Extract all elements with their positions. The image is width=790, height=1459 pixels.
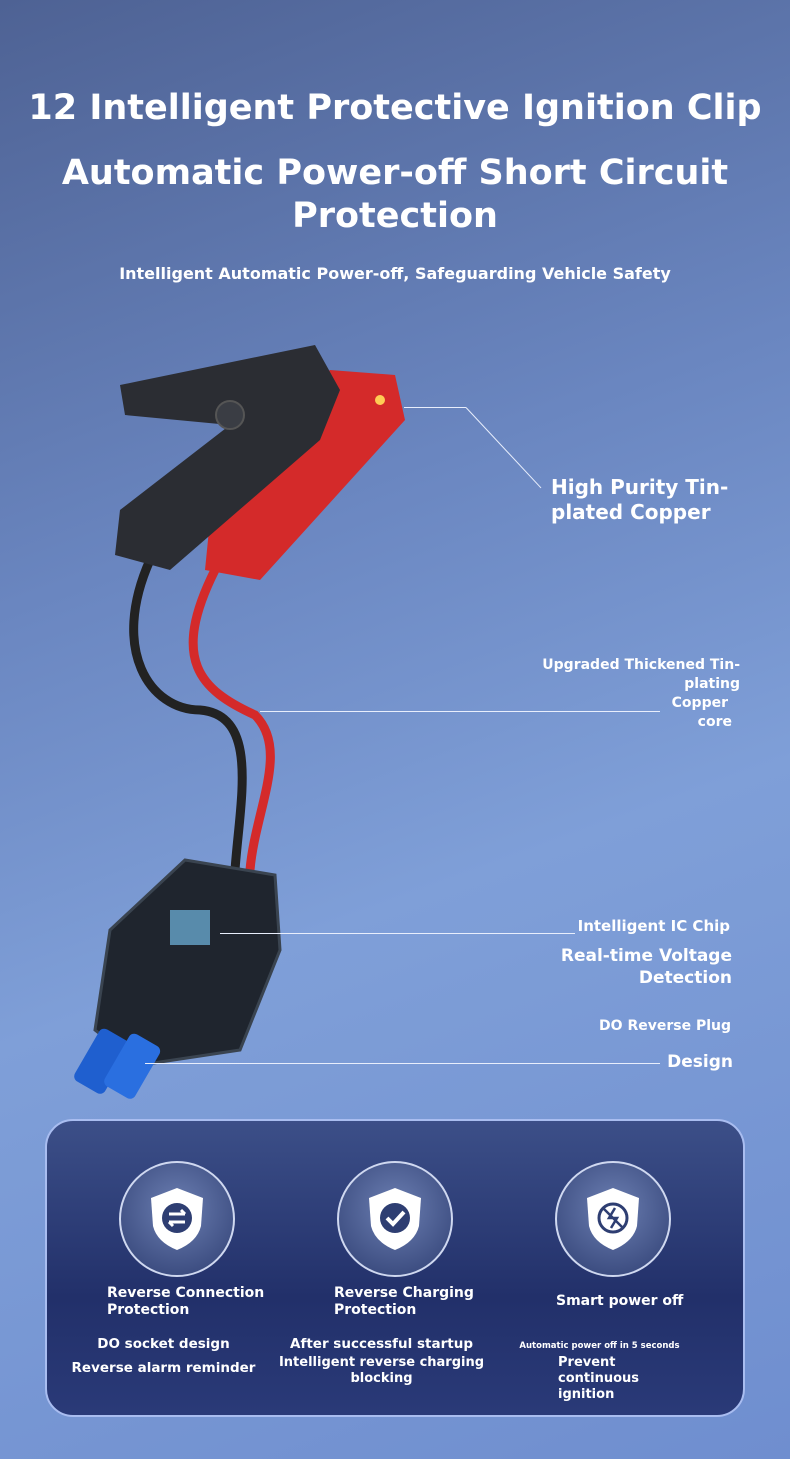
headline: Automatic Power-off Short Circuit Protec…: [61, 153, 729, 236]
shield-reverse-icon: [119, 1161, 235, 1277]
red-clamp: [205, 370, 405, 580]
callout-plug: DO Reverse Plug: [599, 1018, 731, 1034]
feature-smart-power-off: Smart power off Automatic power off in 5…: [483, 1121, 716, 1415]
callout-voltage: Real-time Voltage Detection: [560, 946, 732, 988]
callout-chip: Intelligent IC Chip: [577, 917, 730, 935]
shield-check-icon: [337, 1161, 453, 1277]
ic-module: [93, 858, 282, 1067]
shield-power-off-icon: [555, 1161, 671, 1277]
callout-core: Upgraded Thickened Tin- plating Copper c…: [542, 657, 740, 730]
spark: [375, 395, 385, 405]
black-clamp: [115, 345, 340, 570]
subtitle: Intelligent Automatic Power-off, Safegua…: [119, 264, 671, 283]
callout-design: Design: [667, 1052, 733, 1072]
do-plug: [74, 1028, 131, 1094]
red-cable: [188, 567, 275, 871]
ic-chip: [170, 910, 210, 945]
main-title: 12 Intelligent Protective Ignition Clip: [28, 88, 762, 128]
black-cable: [129, 558, 247, 871]
product-illustration: [74, 345, 405, 1099]
callout-copper: High Purity Tin-plated Copper: [551, 475, 729, 524]
